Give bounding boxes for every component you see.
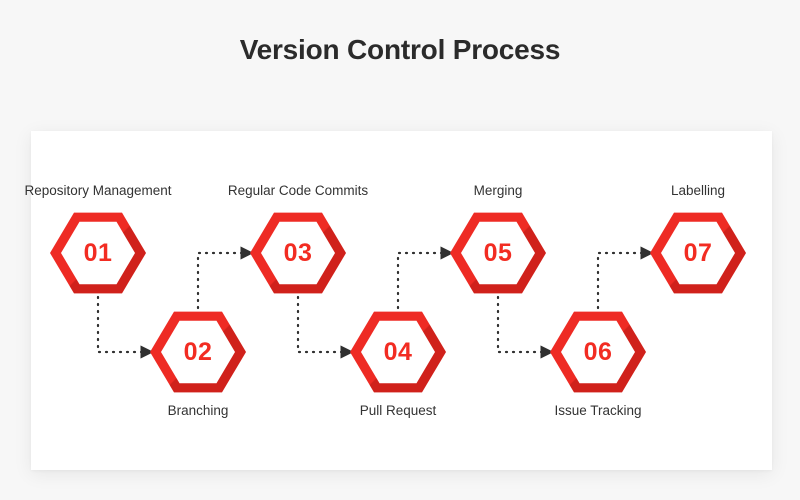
hexagon-07: 07 — [650, 211, 746, 295]
step-label-07: Labelling — [670, 183, 726, 198]
diagram-card: Repository Management 01 Branching 02 Re… — [24, 131, 772, 470]
step-label-05: Merging — [473, 183, 523, 198]
step-number-04: 04 — [383, 337, 413, 366]
step-number-01: 01 — [83, 238, 113, 267]
hexagon-06: 06 — [550, 310, 646, 394]
step-number-07: 07 — [683, 238, 713, 267]
process-flow-diagram: Repository Management 01 Branching 02 Re… — [24, 131, 772, 470]
step-label-03: Regular Code Commits — [227, 183, 369, 198]
hexagon-fill-03 — [261, 221, 335, 285]
step-number-05: 05 — [483, 238, 513, 267]
step-label-02: Branching — [167, 403, 229, 418]
hexagon-fill-01 — [61, 221, 135, 285]
hexagon-04: 04 — [350, 310, 446, 394]
process-step-07[interactable]: Labelling 07 — [650, 183, 746, 295]
hexagon-03: 03 — [250, 211, 346, 295]
connector-06-07 — [596, 246, 654, 317]
hexagon-fill-02 — [161, 320, 235, 384]
connector-04-05 — [396, 246, 454, 317]
step-label-04: Pull Request — [359, 403, 437, 418]
hexagon-01: 01 — [50, 211, 146, 295]
step-number-03: 03 — [283, 238, 313, 267]
step-label-01: Repository Management — [24, 183, 172, 198]
step-number-02: 02 — [183, 337, 213, 366]
hexagon-fill-04 — [361, 320, 435, 384]
process-step-04[interactable]: Pull Request 04 — [350, 310, 446, 418]
process-step-06[interactable]: Issue Tracking 06 — [550, 310, 646, 418]
process-step-03[interactable]: Regular Code Commits 03 — [228, 183, 368, 295]
step-label-06: Issue Tracking — [554, 403, 642, 418]
step-number-06: 06 — [583, 337, 613, 366]
process-step-01[interactable]: Repository Management 01 — [24, 183, 172, 295]
process-step-02[interactable]: Branching 02 — [150, 310, 246, 418]
process-step-05[interactable]: Merging 05 — [450, 183, 546, 295]
page-title: Version Control Process — [239, 34, 561, 65]
hexagon-02: 02 — [150, 310, 246, 394]
hexagon-05: 05 — [450, 211, 546, 295]
connector-02-03 — [196, 246, 254, 317]
